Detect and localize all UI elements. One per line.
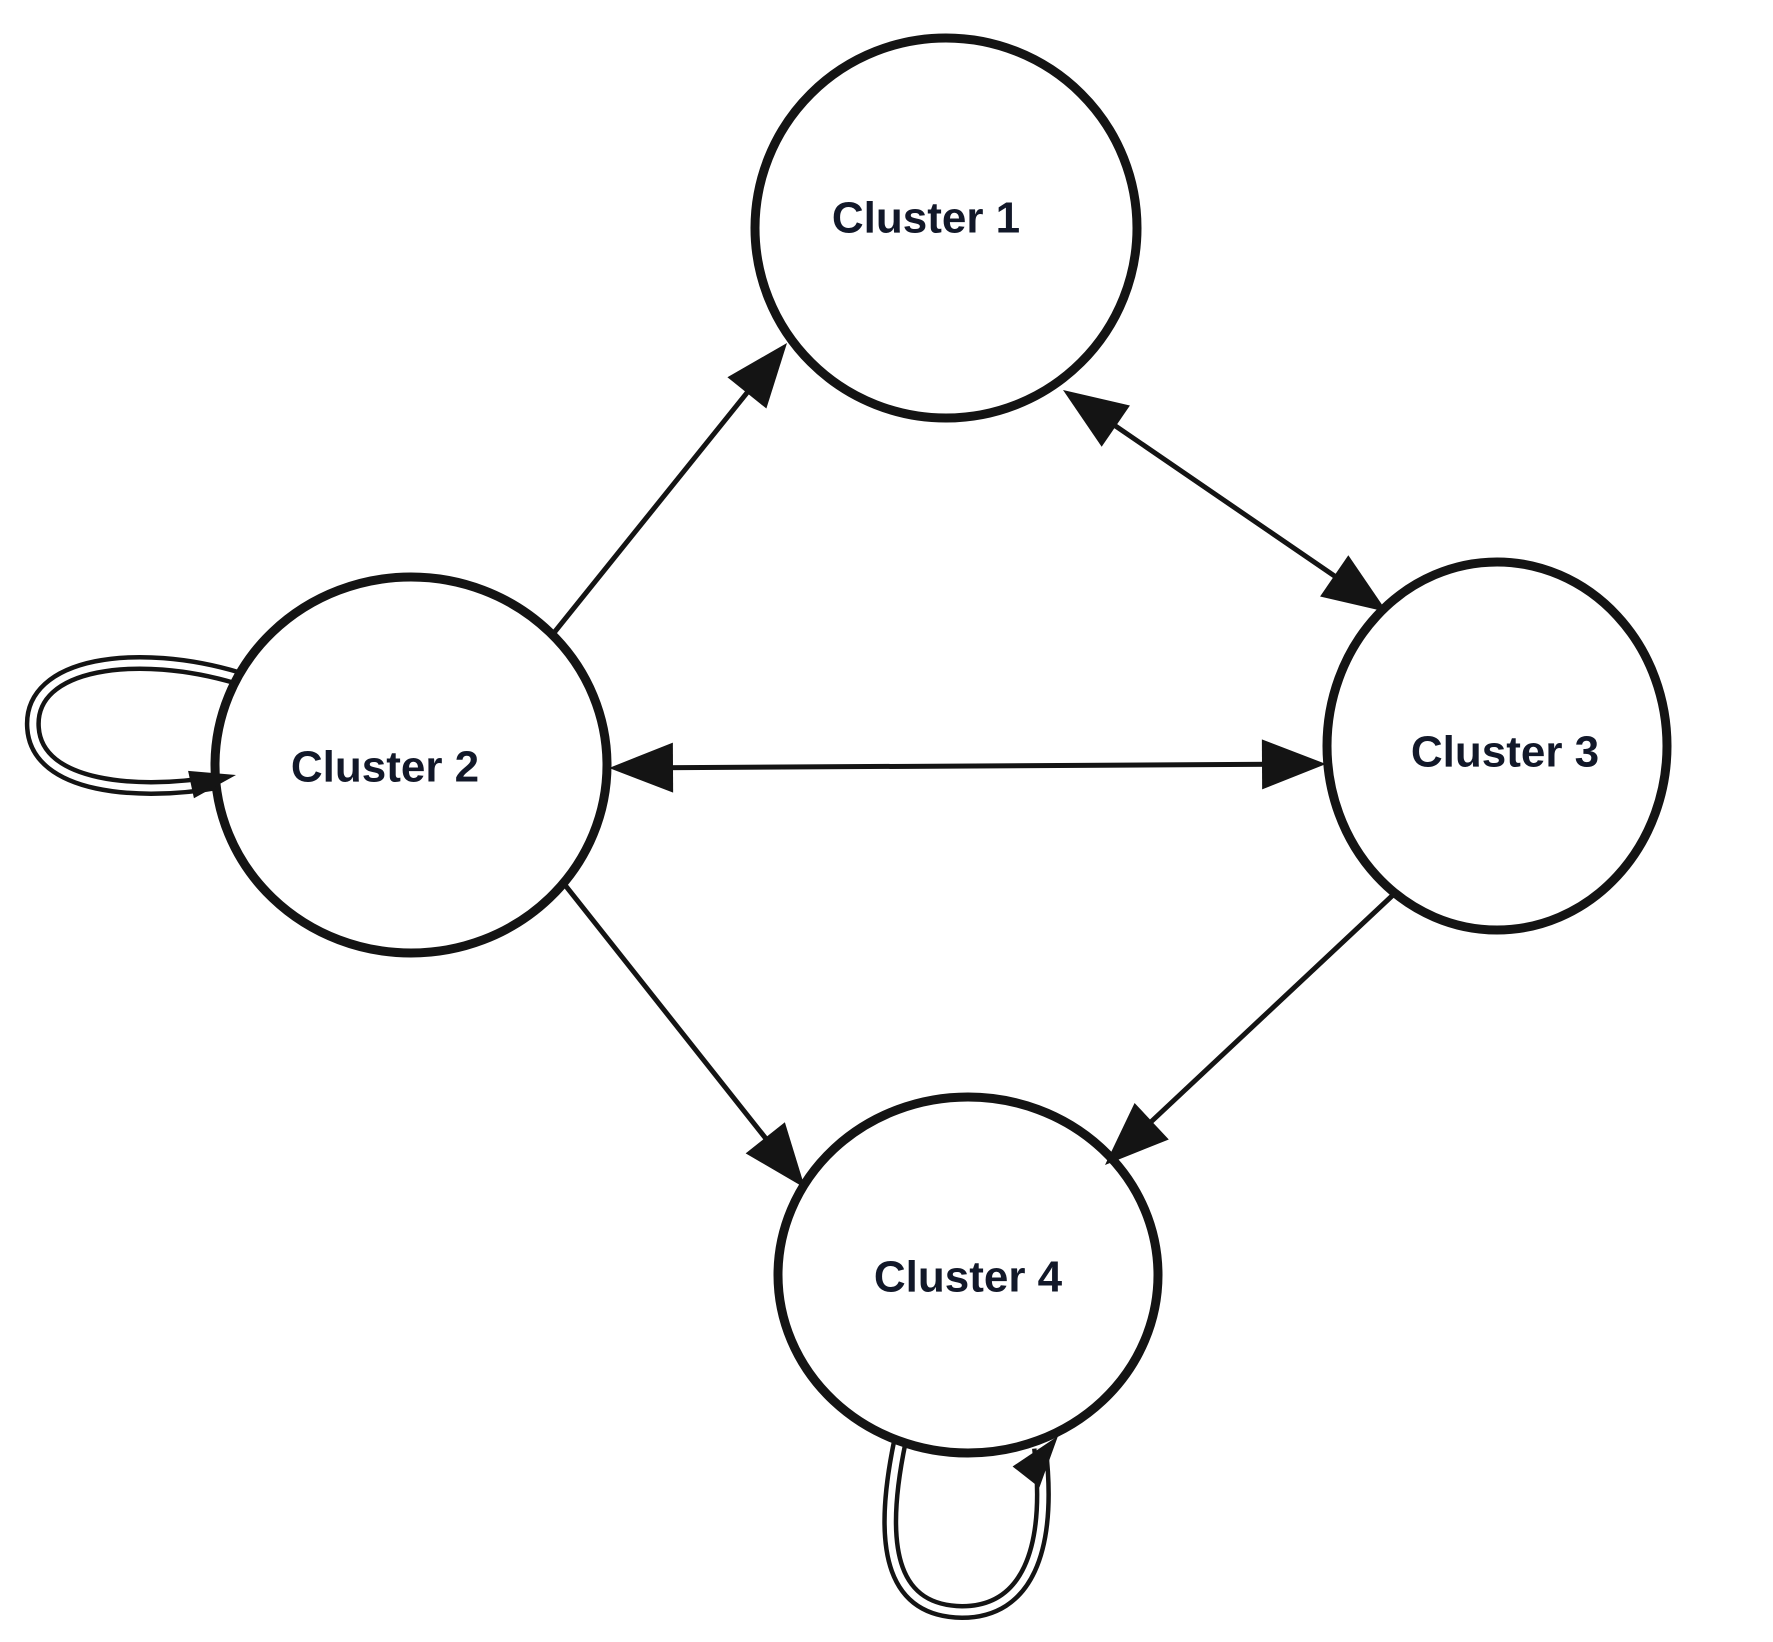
node-cluster2 (210, 572, 612, 958)
self-loop-inner-cluster4 (886, 1440, 1047, 1616)
arrowhead-cluster3-to-cluster2 (609, 742, 674, 793)
self-loop-inner-cluster2 (29, 659, 240, 792)
arrowhead-cluster2-to-cluster3 (1261, 739, 1326, 790)
edge-cluster2-cluster4 (563, 883, 775, 1149)
arrowhead-cluster1-to-cluster3 (1320, 555, 1387, 612)
edge-cluster2-cluster3 (661, 761, 1274, 771)
node-cluster3 (1322, 557, 1672, 935)
self-loop-arrowhead-cluster2 (188, 770, 236, 799)
arrowhead-cluster3-to-cluster4 (1105, 1102, 1169, 1165)
node-cluster1 (750, 33, 1142, 423)
node-label-cluster1: Cluster 1 (832, 194, 1020, 243)
edge-cluster2-cluster1 (551, 382, 757, 636)
arrowhead-cluster2-to-cluster1 (727, 343, 787, 409)
node-label-cluster2: Cluster 2 (291, 743, 479, 792)
node-label-cluster3: Cluster 3 (1411, 728, 1599, 777)
arrowhead-cluster3-to-cluster1 (1063, 390, 1130, 447)
edge-cluster3-cluster4 (1141, 893, 1395, 1131)
self-loop-arrowhead-cluster4 (1012, 1436, 1058, 1488)
arrowhead-cluster2-to-cluster4 (745, 1122, 805, 1188)
node-label-cluster4: Cluster 4 (874, 1253, 1063, 1302)
edge-cluster1-cluster3 (1104, 417, 1346, 585)
node-cluster4 (773, 1092, 1163, 1458)
